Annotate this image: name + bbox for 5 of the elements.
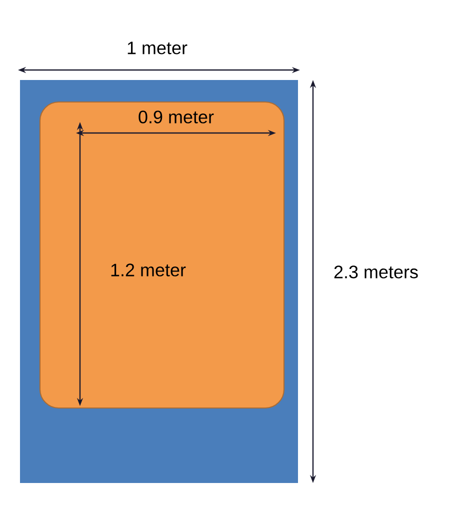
dimension-label: 1 meter: [128, 42, 188, 54]
inner-panel: [39, 101, 285, 409]
dimension-label: 0.9 meter: [138, 110, 214, 124]
dimension-label: 1.2 meter: [111, 264, 186, 276]
dimension-label: 2.3 meters: [334, 266, 418, 278]
